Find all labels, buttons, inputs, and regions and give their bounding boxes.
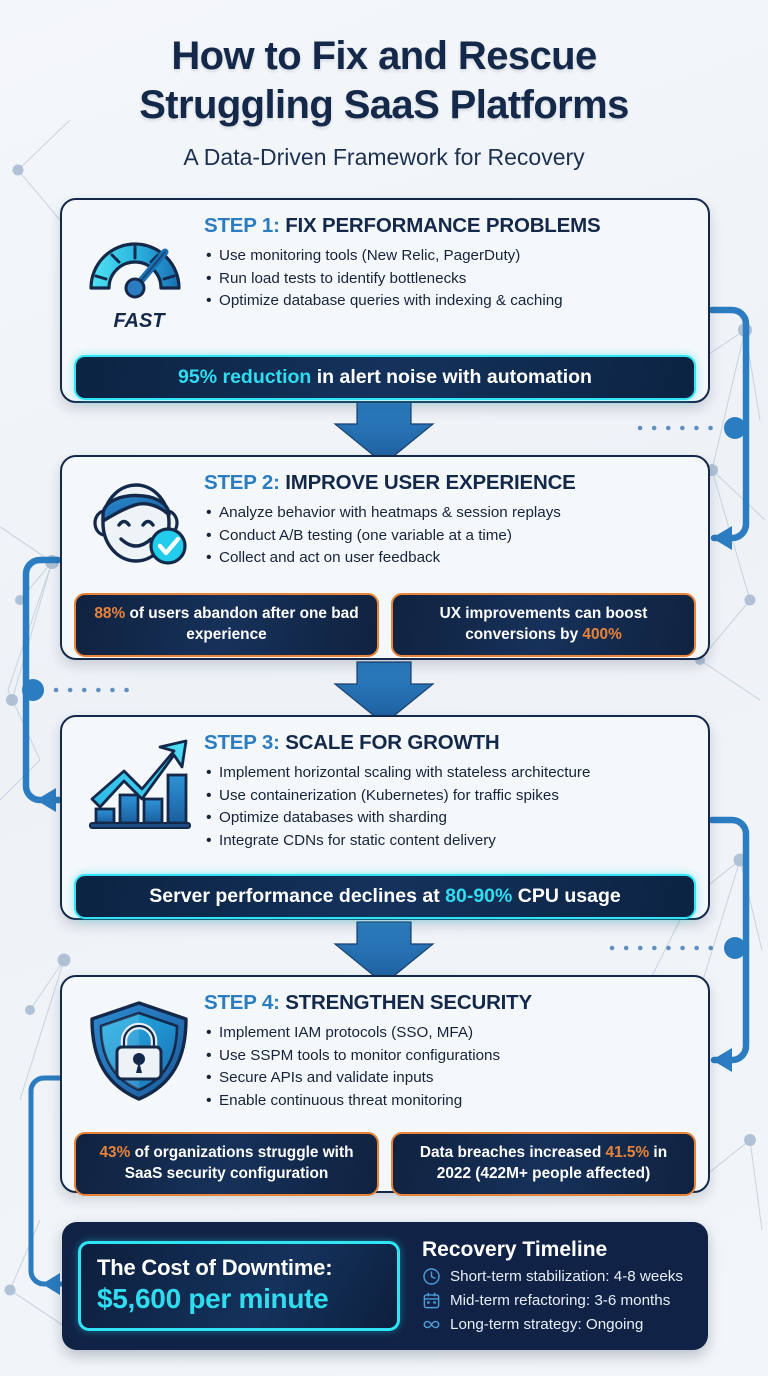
- step-2-stat-row: 88% of users abandon after one bad exper…: [74, 593, 696, 657]
- list-item: Secure APIs and validate inputs: [204, 1066, 692, 1090]
- speedometer-caption: FAST: [113, 310, 165, 332]
- step-3-bullets: Implement horizontal scaling with statel…: [204, 761, 692, 853]
- step-card-3[interactable]: STEP 3: SCALE FOR GROWTH Implement horiz…: [60, 715, 710, 920]
- page-title: How to Fix and Rescue Struggling SaaS Pl…: [139, 34, 629, 127]
- stat-rest: CPU usage: [512, 885, 621, 907]
- step-4-label: STEP 4:: [204, 991, 280, 1014]
- stat-highlight: 88%: [94, 605, 126, 622]
- side-rail-left-footer: [28, 1075, 65, 1295]
- side-rail-left: [22, 556, 64, 812]
- calendar-icon: [423, 1292, 440, 1309]
- step-1-heading: STEP 1: FIX PERFORMANCE PROBLEMS: [204, 214, 692, 238]
- cost-of-downtime-box: The Cost of Downtime: $5,600 per minute: [78, 1241, 400, 1331]
- step-4-stat-left: 43% of organizations struggle with SaaS …: [74, 1132, 379, 1196]
- stat-highlight: 95% reduction: [178, 366, 312, 388]
- growth-bar-chart-icon: [89, 739, 191, 829]
- timeline-item-short-term: Short-term stabilization: 4-8 weeks: [422, 1267, 692, 1286]
- list-item: Use SSPM tools to monitor configurations: [204, 1044, 692, 1068]
- list-item: Analyze behavior with heatmaps & session…: [204, 501, 692, 525]
- step-1-stat-bar: 95% reduction in alert noise with automa…: [74, 355, 696, 400]
- step-1-text-column: STEP 1: FIX PERFORMANCE PROBLEMS Use mon…: [202, 214, 692, 333]
- timeline-item-mid-term: Mid-term refactoring: 3-6 months: [422, 1291, 692, 1310]
- step-4-bullets: Implement IAM protocols (SSO, MFA) Use S…: [204, 1021, 692, 1113]
- infinity-icon: [423, 1320, 440, 1329]
- step-4-stat-right: Data breaches increased 41.5% in 2022 (4…: [391, 1132, 696, 1196]
- cost-label: The Cost of Downtime:: [97, 1255, 333, 1280]
- step-4-heading: STEP 4: STRENGTHEN SECURITY: [204, 991, 692, 1015]
- step-2-heading: STEP 2: IMPROVE USER EXPERIENCE: [204, 471, 692, 495]
- recovery-timeline: Recovery Timeline Short-term stabilizati…: [400, 1238, 692, 1334]
- list-item: Run load tests to identify bottlenecks: [204, 267, 692, 291]
- stat-rest: in 2022 (422M+ people affected): [436, 1144, 668, 1182]
- step-2-text-column: STEP 2: IMPROVE USER EXPERIENCE Analyze …: [202, 471, 692, 573]
- page-subtitle: A Data-Driven Framework for Recovery: [183, 143, 585, 170]
- step-2-title: IMPROVE USER EXPERIENCE: [285, 471, 576, 494]
- step-2-icon-column: [76, 471, 202, 573]
- step-2-bullets: Analyze behavior with heatmaps & session…: [204, 501, 692, 570]
- step-4-icon-column: [76, 991, 202, 1112]
- stat-rest: of users abandon after one bad experienc…: [125, 605, 359, 643]
- step-3-heading: STEP 3: SCALE FOR GROWTH: [204, 731, 692, 755]
- step-2-stat-right: UX improvements can boost conversions by…: [391, 593, 696, 657]
- list-item: Use containerization (Kubernetes) for tr…: [204, 784, 692, 808]
- page-header: How to Fix and Rescue Struggling SaaS Pl…: [0, 0, 768, 171]
- step-1-bullets: Use monitoring tools (New Relic, PagerDu…: [204, 244, 692, 313]
- step-card-2[interactable]: STEP 2: IMPROVE USER EXPERIENCE Analyze …: [60, 455, 710, 660]
- stat-highlight: 80-90%: [445, 885, 513, 907]
- timeline-item-text: Mid-term refactoring: 3-6 months: [450, 1292, 671, 1309]
- list-item: Conduct A/B testing (one variable at a t…: [204, 524, 692, 548]
- list-item: Optimize database queries with indexing …: [204, 289, 692, 313]
- step-3-label: STEP 3:: [204, 731, 280, 754]
- list-item: Collect and act on user feedback: [204, 546, 692, 570]
- step-3-icon-column: [76, 731, 202, 852]
- timeline-item-long-term: Long-term strategy: Ongoing: [422, 1315, 692, 1334]
- step-4-title: STRENGTHEN SECURITY: [285, 991, 532, 1014]
- step-1-label: STEP 1:: [204, 214, 280, 237]
- stat-rest: of organizations struggle with SaaS secu…: [124, 1144, 354, 1182]
- stat-pre: Data breaches increased: [419, 1144, 606, 1161]
- stat-highlight: 43%: [99, 1144, 131, 1161]
- list-item: Implement horizontal scaling with statel…: [204, 761, 692, 785]
- step-3-stat-bar: Server performance declines at 80-90% CP…: [74, 874, 696, 919]
- timeline-title: Recovery Timeline: [422, 1238, 608, 1261]
- timeline-item-text: Long-term strategy: Ongoing: [450, 1316, 644, 1333]
- step-3-text-column: STEP 3: SCALE FOR GROWTH Implement horiz…: [202, 731, 692, 852]
- step-card-4[interactable]: STEP 4: STRENGTHEN SECURITY Implement IA…: [60, 975, 710, 1196]
- stat-highlight: 400%: [582, 625, 622, 643]
- speedometer-fast-icon: [89, 242, 181, 299]
- list-item: Implement IAM protocols (SSO, MFA): [204, 1021, 692, 1045]
- step-2-label: STEP 2:: [204, 471, 280, 494]
- step-4-text-column: STEP 4: STRENGTHEN SECURITY Implement IA…: [202, 991, 692, 1112]
- timeline-item-text: Short-term stabilization: 4-8 weeks: [450, 1268, 683, 1285]
- step-2-stat-left: 88% of users abandon after one bad exper…: [74, 593, 379, 657]
- side-rail-right-bottom: [708, 816, 750, 1072]
- step-1-icon-column: FAST: [76, 214, 202, 333]
- stat-rest: in alert noise with automation: [311, 366, 592, 388]
- list-item: Use monitoring tools (New Relic, PagerDu…: [204, 244, 692, 268]
- list-item: Enable continuous threat monitoring: [204, 1089, 692, 1113]
- smiling-face-check-icon: [93, 483, 187, 565]
- stat-pre: UX improvements can boost conversions by: [439, 605, 648, 643]
- step-1-title: FIX PERFORMANCE PROBLEMS: [285, 214, 601, 237]
- cost-value: $5,600 per minute: [97, 1283, 329, 1314]
- list-item: Integrate CDNs for static content delive…: [204, 829, 692, 853]
- step-3-title: SCALE FOR GROWTH: [285, 731, 500, 754]
- stat-pre: Server performance declines at: [149, 885, 446, 907]
- step-card-1[interactable]: FAST STEP 1: FIX PERFORMANCE PROBLEMS Us…: [60, 198, 710, 403]
- shield-lock-icon: [90, 1001, 188, 1101]
- footer-panel: The Cost of Downtime: $5,600 per minute …: [62, 1222, 708, 1350]
- clock-icon: [423, 1268, 440, 1285]
- stat-highlight: 41.5%: [605, 1144, 650, 1161]
- step-4-stat-row: 43% of organizations struggle with SaaS …: [74, 1132, 696, 1196]
- list-item: Optimize databases with sharding: [204, 806, 692, 830]
